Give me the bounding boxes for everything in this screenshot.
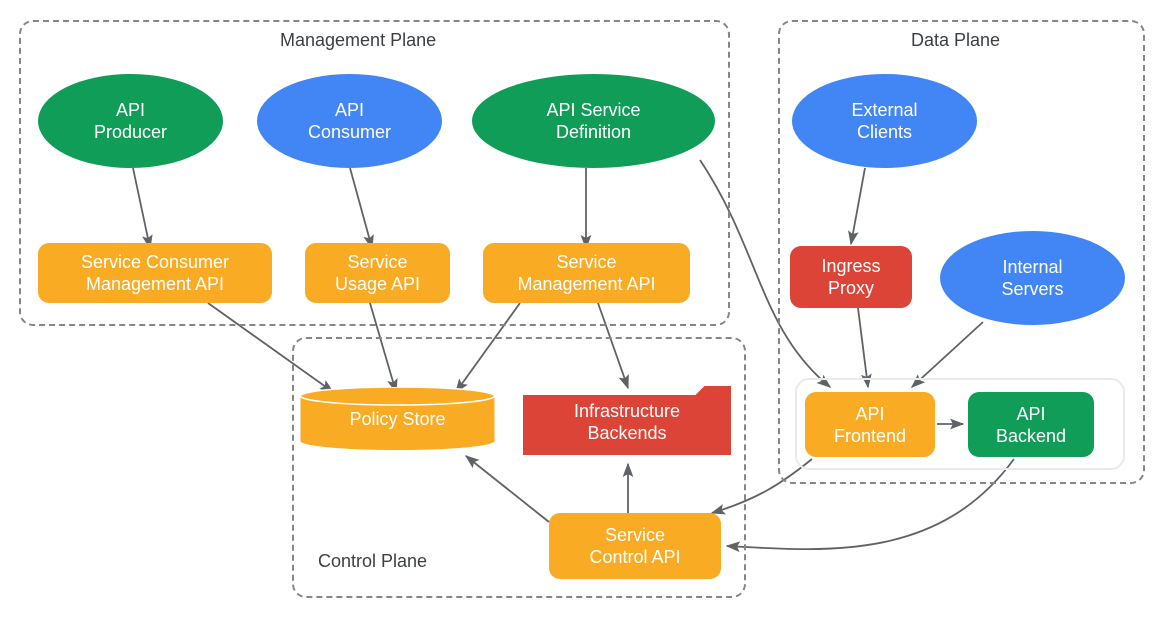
node-label-service-control-api: Service Control API xyxy=(589,525,681,567)
node-external-clients[interactable]: External Clients xyxy=(792,74,977,168)
folder-body xyxy=(523,386,731,455)
node-label-api-service-definition: API Service Definition xyxy=(546,100,641,142)
node-api-service-definition[interactable]: API Service Definition xyxy=(472,74,715,168)
node-service-management-api[interactable]: Service Management API xyxy=(483,243,690,303)
group-box-data-plane xyxy=(778,20,1145,484)
node-label-api-frontend: API Frontend xyxy=(833,403,907,446)
node-label-service-consumer-management-api: Service Consumer Management API xyxy=(80,252,230,294)
group-label-control-plane: Control Plane xyxy=(318,551,428,571)
node-label-service-usage-api: Service Usage API xyxy=(334,252,421,294)
group-box-control-plane xyxy=(292,337,746,598)
group-label-management-plane: Management Plane xyxy=(280,30,437,50)
node-label-policy-store: Policy Store xyxy=(349,408,446,429)
node-infrastructure-backends[interactable]: Infrastructure Backends xyxy=(520,386,734,458)
node-label-api-backend: API Backend xyxy=(995,403,1067,446)
group-label-data-plane: Data Plane xyxy=(911,30,1001,50)
node-label-ingress-proxy: Ingress Proxy xyxy=(821,256,881,298)
node-api-backend[interactable]: API Backend xyxy=(968,392,1094,457)
node-api-producer[interactable]: API Producer xyxy=(38,74,223,168)
node-label-service-management-api: Service Management API xyxy=(517,252,656,294)
node-policy-store[interactable]: Policy Store xyxy=(300,387,495,450)
node-label-external-clients: External Clients xyxy=(851,100,918,142)
node-label-infrastructure-backends: Infrastructure Backends xyxy=(573,401,681,443)
cylinder-top xyxy=(300,387,495,406)
node-label-api-producer: API Producer xyxy=(93,100,168,142)
node-service-usage-api[interactable]: Service Usage API xyxy=(305,243,450,303)
node-label-internal-servers: Internal Servers xyxy=(1001,257,1064,299)
node-service-consumer-management-api[interactable]: Service Consumer Management API xyxy=(38,243,272,303)
group-box-management-plane xyxy=(19,20,730,326)
node-label-api-consumer: API Consumer xyxy=(307,100,392,142)
node-ingress-proxy[interactable]: Ingress Proxy xyxy=(790,246,912,308)
subgroup-box-api-gateway-group xyxy=(795,378,1125,470)
node-internal-servers[interactable]: Internal Servers xyxy=(940,231,1125,325)
node-service-control-api[interactable]: Service Control API xyxy=(549,513,721,579)
node-api-frontend[interactable]: API Frontend xyxy=(805,392,935,457)
node-api-consumer[interactable]: API Consumer xyxy=(257,74,442,168)
